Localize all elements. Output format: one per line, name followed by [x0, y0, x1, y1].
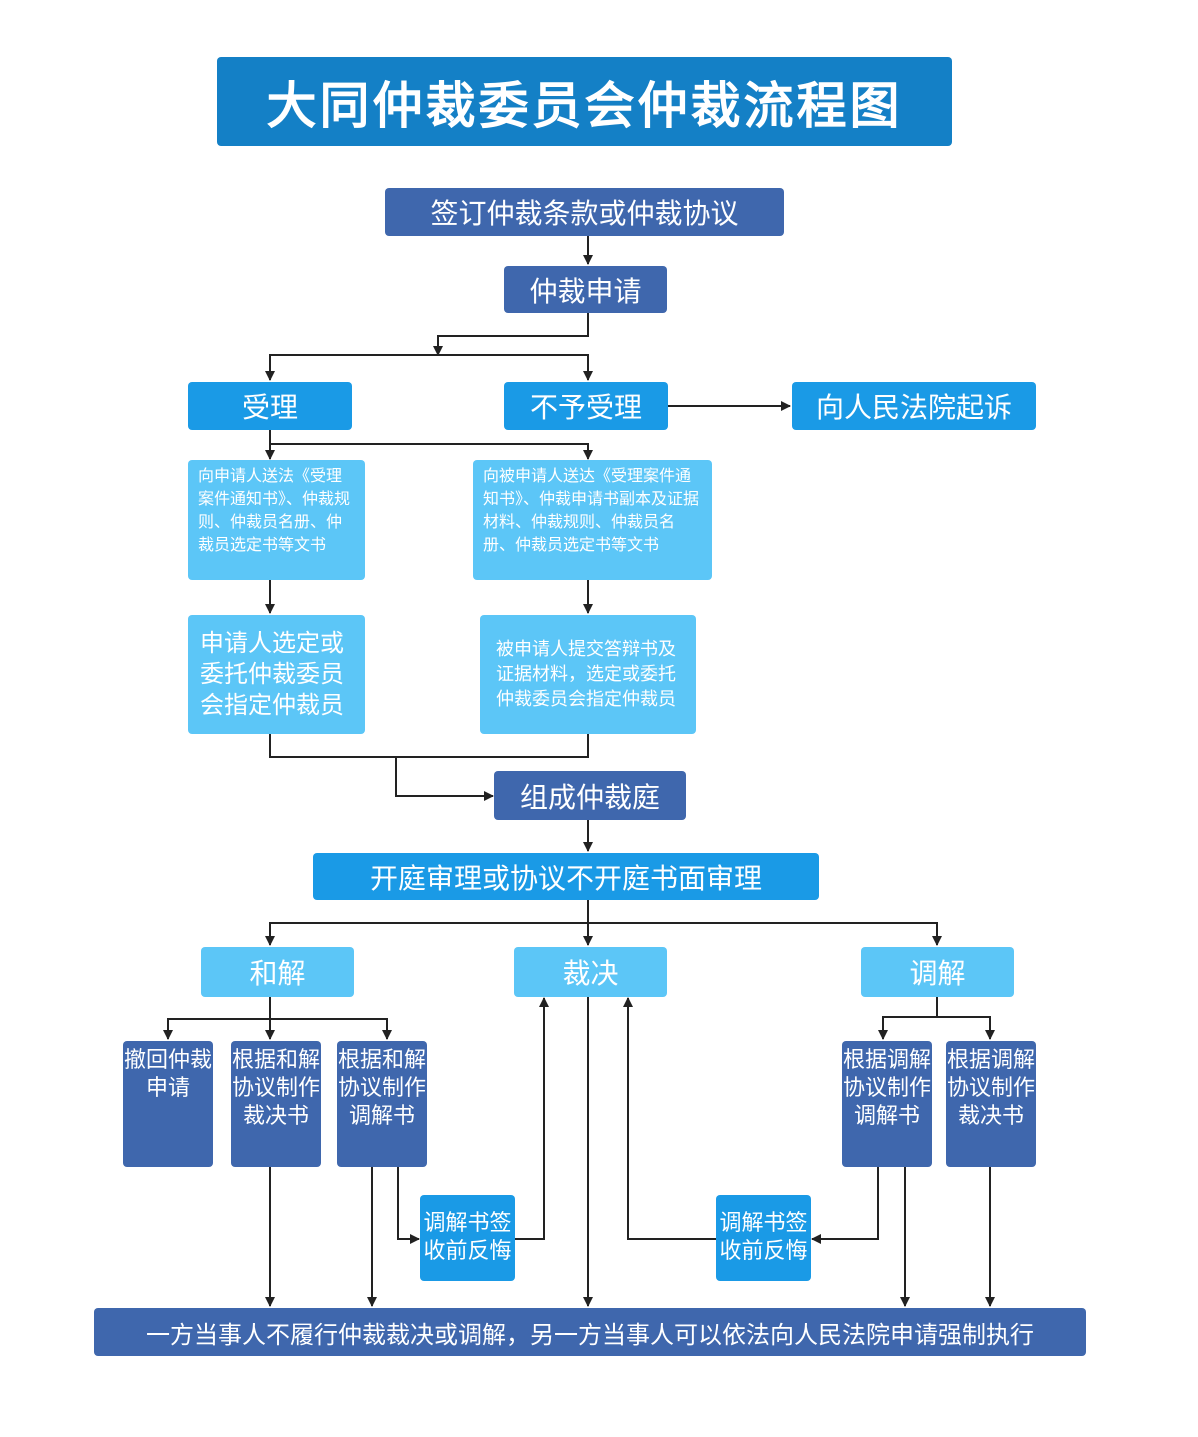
arrow-settle-to-withdraw	[163, 997, 271, 1040]
arrow-hearing-to-three	[265, 900, 589, 946]
node-settlement: 和解	[201, 947, 354, 997]
arrow-hearing-to-mediation	[588, 922, 942, 946]
arrow-regret-right-to-award	[623, 997, 716, 1240]
node-award: 裁决	[514, 947, 667, 997]
arrow-medoc-to-regret-right	[811, 1167, 879, 1244]
arrow-split-to-reject	[438, 354, 593, 381]
arrow-settle-to-med-doc	[270, 1018, 392, 1040]
arrow-med-to-award-doc	[937, 1016, 995, 1040]
node-med-mediation: 根据调解协议制作调解书	[842, 1041, 932, 1167]
node-settle-mediation: 根据和解协议制作调解书	[337, 1041, 427, 1167]
node-sign-clause: 签订仲裁条款或仲裁协议	[385, 188, 784, 236]
node-withdraw: 撤回仲裁申请	[123, 1041, 213, 1167]
arrow-med-to-branches	[878, 997, 938, 1040]
node-applicant-choose: 申请人选定或委托仲裁委员会指定仲裁员	[188, 615, 365, 734]
node-sue-court: 向人民法院起诉	[792, 382, 1036, 430]
node-enforce: 一方当事人不履行仲裁裁决或调解，另一方当事人可以依法向人民法院申请强制执行	[94, 1308, 1086, 1356]
node-apply: 仲裁申请	[504, 266, 667, 313]
node-settle-award: 根据和解协议制作裁决书	[231, 1041, 321, 1167]
node-hearing: 开庭审理或协议不开庭书面审理	[313, 853, 819, 900]
node-notify-applicant: 向申请人送法《受理案件通知书》、仲裁规则、仲裁员名册、仲裁员选定书等文书	[188, 460, 365, 580]
arrow-merge-to-tribunal	[269, 734, 589, 796]
page-title: 大同仲裁委员会仲裁流程图	[217, 57, 952, 146]
arrow-accept-to-notify-respondent	[270, 443, 593, 460]
node-notify-respondent: 向被申请人送达《受理案件通知书》、仲裁申请书副本及证据材料、仲裁规则、仲裁员名册…	[473, 460, 712, 580]
node-accept: 受理	[188, 382, 352, 430]
node-form-tribunal: 组成仲裁庭	[494, 771, 686, 820]
arrow-regret-left-to-award	[515, 997, 549, 1240]
node-regret-left: 调解书签收前反悔	[420, 1195, 515, 1281]
arrow-apply-to-split	[433, 313, 589, 356]
arrow-split-to-accept	[265, 354, 438, 381]
node-respondent-submit: 被申请人提交答辩书及证据材料，选定或委托仲裁委员会指定仲裁员	[480, 615, 696, 734]
arrow-medoc-to-regret-left	[397, 1167, 420, 1244]
node-mediation: 调解	[861, 947, 1014, 997]
node-reject: 不予受理	[504, 382, 668, 430]
node-med-award: 根据调解协议制作裁决书	[946, 1041, 1036, 1167]
node-regret-right: 调解书签收前反悔	[716, 1195, 811, 1281]
